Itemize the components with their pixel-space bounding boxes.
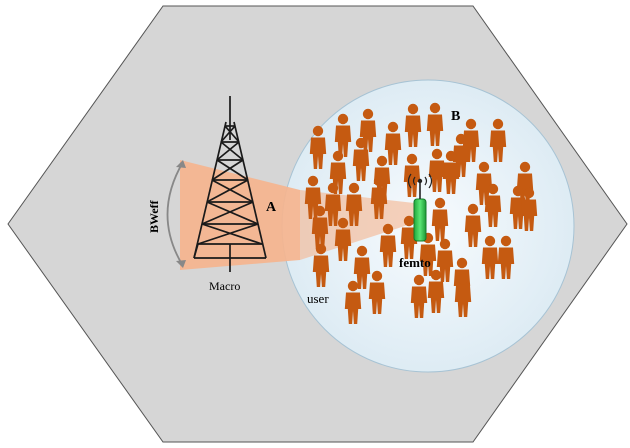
macro-label: Macro [209,279,240,293]
femto-label: femto [399,255,431,270]
bandwidth-label: BWeff [147,199,161,233]
arrow-down-icon [176,260,186,268]
bandwidth-arc [166,161,184,267]
femto-ap-icon [413,178,427,242]
wireless-signal-icon [407,173,433,189]
arrow-up-icon [176,160,186,168]
macro-tower-icon [193,96,267,272]
area-a-label: A [266,200,277,215]
area-b-label: B [451,109,460,124]
user-label: user [307,291,329,306]
